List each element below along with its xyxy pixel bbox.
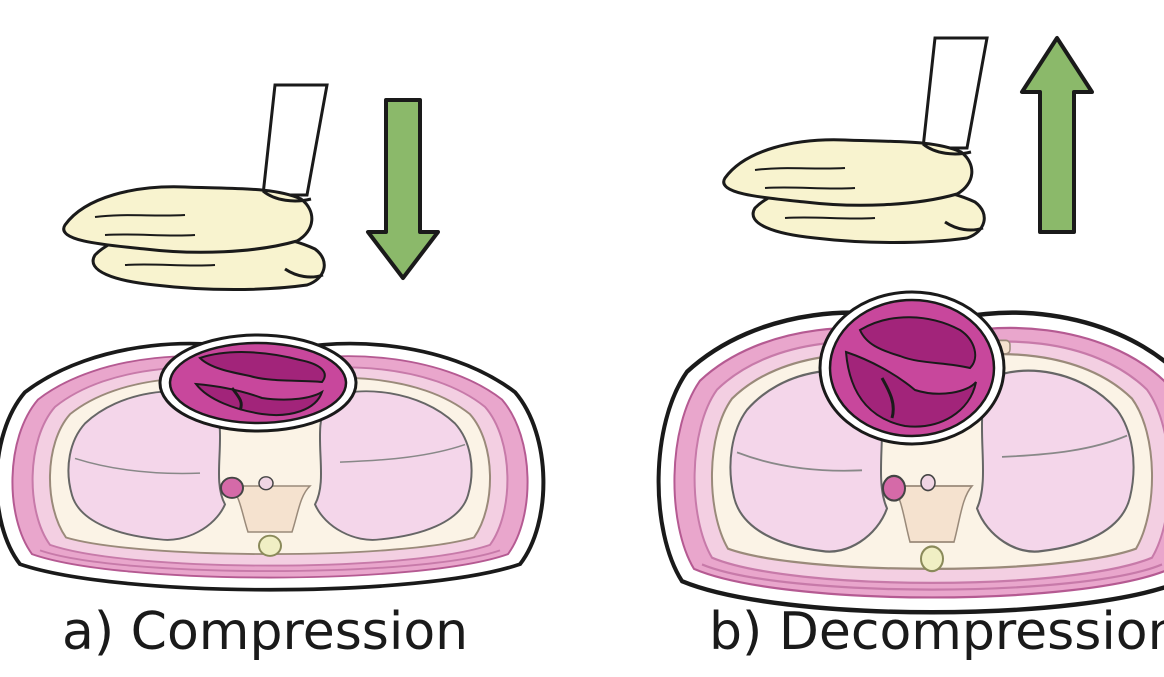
heart-expanded <box>820 292 1004 444</box>
arrow-up-icon <box>1022 38 1092 232</box>
hands-pressing-down <box>64 85 327 290</box>
arrow-down-icon <box>368 100 438 278</box>
panel-compression <box>0 85 543 590</box>
caption-compression: a) Compression <box>62 606 468 658</box>
heart-compressed <box>160 335 356 431</box>
hands-releasing <box>724 38 987 243</box>
caption-decompression: b) Decompression <box>709 606 1164 658</box>
panel-decompression <box>659 38 1164 612</box>
